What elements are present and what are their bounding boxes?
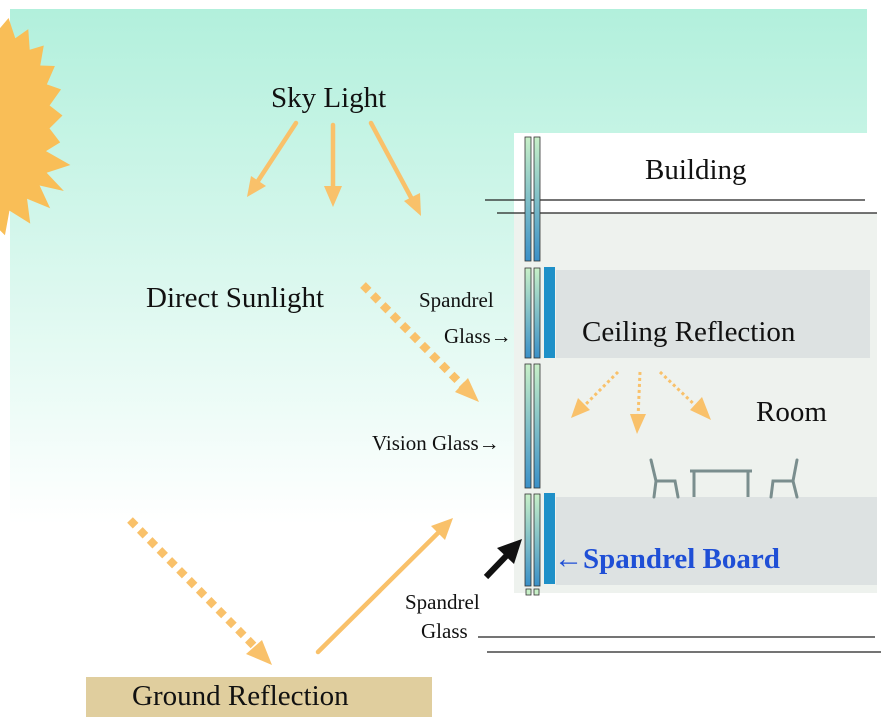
building-label: Building [645,154,747,186]
chair-icon [649,458,680,499]
room-label: Room [756,396,827,428]
spandrel-glass-pane [533,493,541,587]
spandrel-glass-upper-label-2: Glass→ [444,324,512,348]
vision-glass-label: Vision Glass→ [372,431,500,455]
vision-glass-pane [533,363,541,489]
upper-glass-pane [524,136,532,262]
glass-pane-stub [533,588,540,596]
table-icon [690,469,752,497]
ceiling-band [556,270,870,358]
direct-sunlight-arrow [360,282,468,391]
spandrel-glass-lower-label-2: Glass [421,619,468,643]
spandrel-board-lower [544,493,555,584]
spandrel-board-upper [544,267,555,358]
chair-icon [769,458,799,499]
ground-reflection-label: Ground Reflection [132,680,349,712]
ceiling-reflection-arrowheads [571,397,711,434]
upper-glass-pane [533,136,541,262]
building-lower-white [514,593,887,725]
spandrel-glass-pane [524,493,532,587]
floor-band [556,497,877,585]
ceiling-reflection-label: Ceiling Reflection [582,316,796,348]
direct-sunlight-label: Direct Sunlight [146,282,325,314]
sky-light-arrowheads [247,176,421,216]
ceiling-reflection-arrows [580,370,700,419]
sun-icon [0,18,71,236]
sky-light-label: Sky Light [271,82,387,114]
ground-incoming-arrow [127,517,261,653]
spandrel-board-label: ←Spandrel Board [554,543,780,575]
spandrel-glass-lower-label-1: Spandrel [405,590,480,614]
spandrel-glass-upper-label-1: Spandrel [419,288,494,312]
spandrel-glass-pane [524,267,532,359]
ground-reflected-arrowhead [431,518,453,540]
ground-reflection-box [86,677,432,717]
spandrel-glass-pane [533,267,541,359]
ground-incoming-arrowhead [246,640,272,665]
spandrel-glass-pointer-arrowhead [497,539,522,564]
sky-light-arrows [253,120,417,206]
vision-glass-pane [524,363,532,489]
ground-reflected-arrow [315,528,443,655]
glass-pane-stub [525,588,532,596]
glass-panes [524,136,541,596]
direct-sunlight-arrowhead [455,378,479,402]
